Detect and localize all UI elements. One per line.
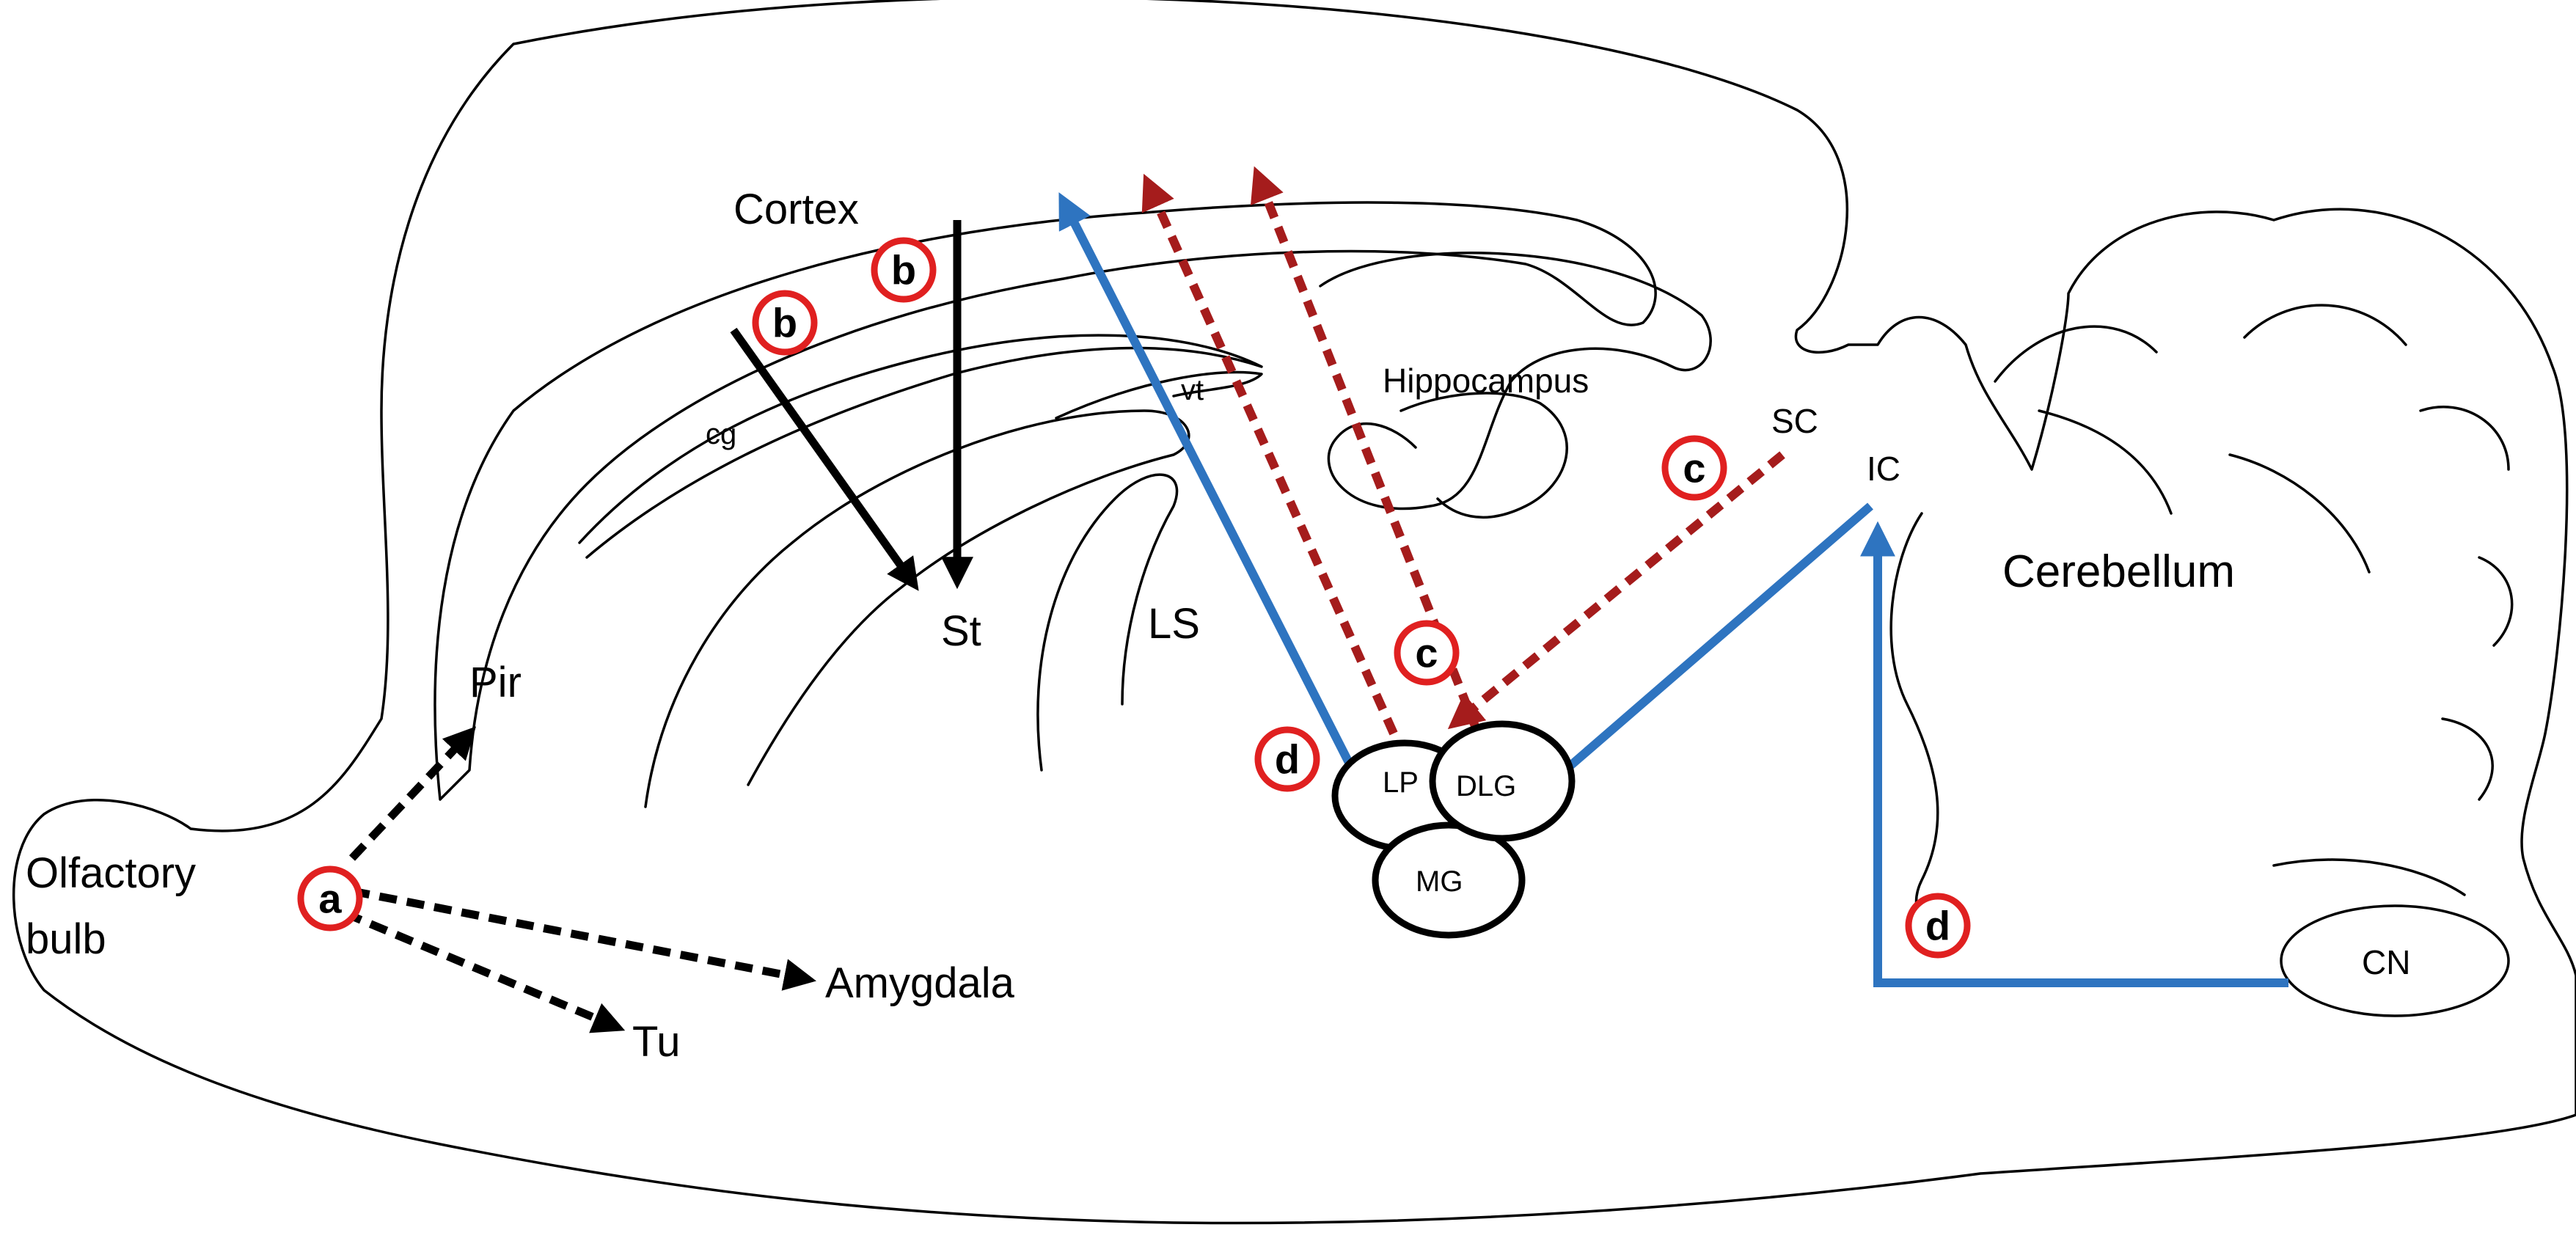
- svg-text:c: c: [1415, 630, 1438, 676]
- lp-to-cortex-arrow: [1141, 173, 1398, 736]
- badge-d-2: d: [1905, 893, 1971, 959]
- svg-text:b: b: [772, 300, 797, 346]
- label-sc: SC: [1771, 402, 1818, 440]
- svg-text:c: c: [1683, 445, 1705, 491]
- label-lp: LP: [1383, 766, 1419, 799]
- brain-outline: [12, 0, 2576, 1225]
- sc-to-lp-arrow: [1447, 451, 1785, 730]
- label-cortex: Cortex: [733, 186, 859, 233]
- label-olfactory-bulb-1: Olfactory: [26, 849, 196, 897]
- hippocampus-inner-contour: [1399, 392, 1568, 519]
- mg-to-cortex-arrow: [1058, 192, 1391, 838]
- badge-c-1: c: [1661, 435, 1727, 501]
- label-hippocampus: Hippocampus: [1383, 362, 1589, 400]
- striatum-contour: [644, 409, 1190, 808]
- label-ls: LS: [1148, 600, 1200, 648]
- label-st: St: [941, 607, 981, 655]
- label-cerebellum: Cerebellum: [2002, 546, 2235, 597]
- cn-region: [2280, 904, 2510, 1017]
- svg-text:a: a: [318, 876, 342, 922]
- svg-text:d: d: [1275, 736, 1300, 783]
- label-olfactory-bulb-2: bulb: [26, 915, 106, 963]
- cortex-inner-contour: [433, 201, 1657, 801]
- cn-to-ic-arrow: [1860, 521, 2288, 987]
- badge-d-1: d: [1254, 726, 1320, 792]
- badge-c-2: c: [1394, 620, 1460, 686]
- label-tu: Tu: [632, 1018, 681, 1066]
- label-pir: Pir: [469, 659, 522, 706]
- label-mg: MG: [1416, 865, 1463, 898]
- badge-a: a: [297, 865, 363, 931]
- label-dlg: DLG: [1456, 770, 1516, 802]
- olfactory-to-tu-arrow: [343, 909, 626, 1033]
- label-cn: CN: [2362, 943, 2410, 981]
- mg-nucleus: [1372, 821, 1526, 939]
- badge-b-1: b: [752, 290, 818, 356]
- olfactory-to-amygdala-arrow: [351, 887, 816, 991]
- cerebellum-folia: [1889, 304, 2514, 940]
- label-ic: IC: [1867, 450, 1900, 488]
- hippocampus-contour: [1319, 252, 1712, 510]
- label-amygdala: Amygdala: [825, 959, 1015, 1007]
- svg-text:b: b: [891, 247, 916, 293]
- cortex-to-st-arrow-2: [730, 327, 919, 591]
- cingulum-contour: [578, 334, 1263, 559]
- dlg-nucleus: [1429, 720, 1576, 842]
- dlg-to-cortex-arrow: [1251, 166, 1482, 736]
- olfactory-to-pir-arrow: [348, 726, 477, 861]
- label-vt: vt: [1181, 374, 1204, 406]
- badge-b-2: b: [871, 237, 937, 303]
- svg-text:d: d: [1925, 903, 1950, 949]
- label-cg: cg: [706, 418, 736, 450]
- septal-contour: [1036, 473, 1179, 772]
- ventricle-contour: [1055, 370, 1263, 420]
